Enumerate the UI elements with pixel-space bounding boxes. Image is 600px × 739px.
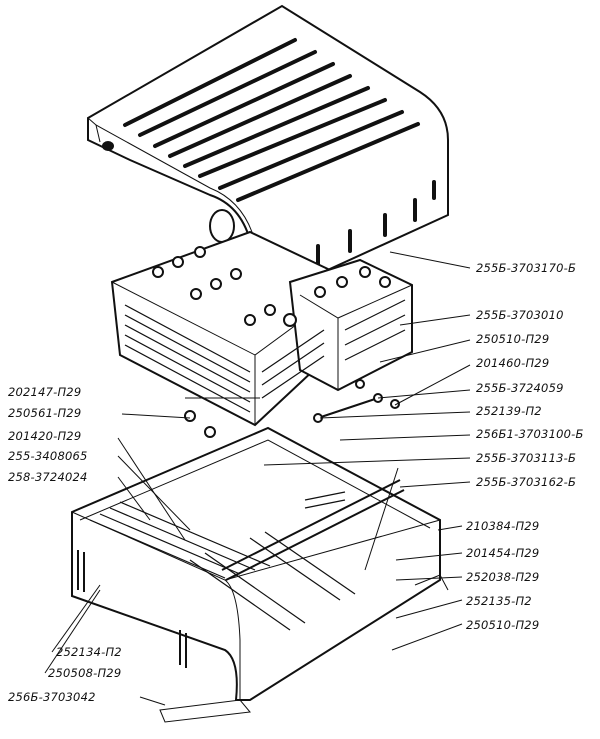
label-252135-p2: 252135-П2 — [466, 594, 532, 608]
label-202147-p29: 202147-П29 — [8, 385, 81, 399]
label-2556-3724059: 255Б-3724059 — [476, 381, 564, 395]
label-2556-3703162-b: 255Б-3703162-Б — [476, 475, 576, 489]
label-252134-p2: 252134-П2 — [56, 645, 122, 659]
label-201454-p29: 201454-П29 — [466, 546, 539, 560]
label-252038-p29: 252038-П29 — [466, 570, 539, 584]
label-25661-3703100-b: 256Б1-3703100-Б — [476, 427, 584, 441]
leader-lines — [44, 251, 471, 706]
label-255-3408065: 255-3408065 — [8, 449, 88, 463]
label-250510-p29-bottom: 250510-П29 — [466, 618, 539, 632]
batteries — [110, 230, 413, 427]
part-labels: 255Б-3703170-Б 255Б-3703010 250510-П29 2… — [8, 261, 584, 704]
battery-tray — [71, 426, 449, 723]
label-201460-p29: 201460-П29 — [476, 356, 549, 370]
label-2556-3703113-b: 255Б-3703113-Б — [476, 451, 576, 465]
label-2556-3703010: 255Б-3703010 — [476, 308, 564, 322]
label-250561-p29: 250561-П29 — [8, 406, 81, 420]
label-255b-3703170-b: 255Б-3703170-Б — [476, 261, 576, 275]
label-210384-p29: 210384-П29 — [466, 519, 539, 533]
label-250508-p29: 250508-П29 — [48, 666, 121, 680]
label-2566-3703042: 256Б-3703042 — [8, 690, 96, 704]
label-201420-p29: 201420-П29 — [8, 429, 81, 443]
label-250510-p29-top: 250510-П29 — [476, 332, 549, 346]
label-258-3724024: 258-3724024 — [8, 470, 88, 484]
label-252139-p2: 252139-П2 — [476, 404, 542, 418]
